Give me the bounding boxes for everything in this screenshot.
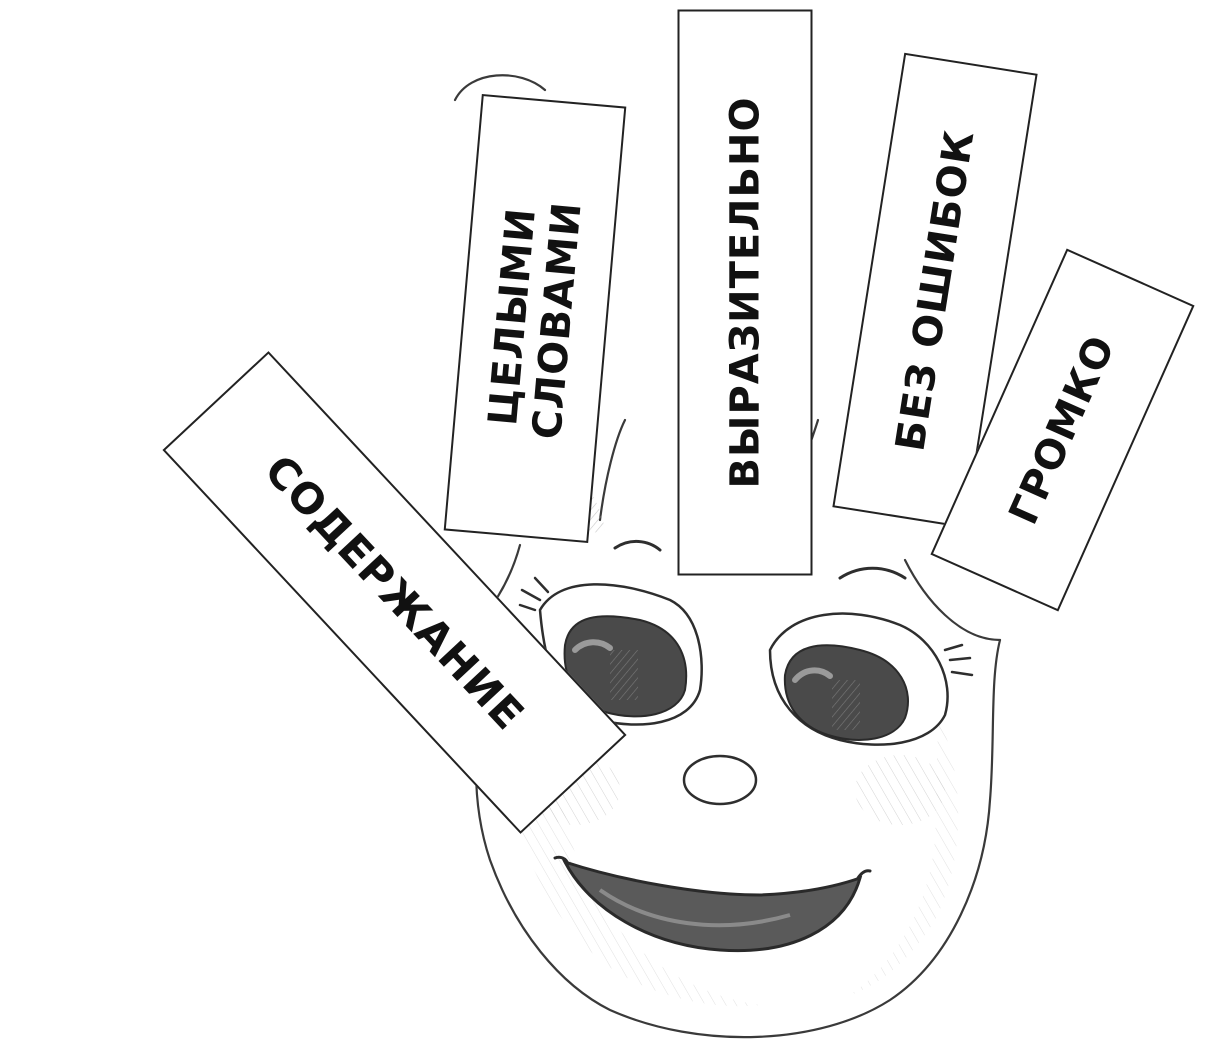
label-no-mistakes: БЕЗ ОШИБОК (887, 127, 983, 454)
nose (684, 756, 756, 804)
label-whole-words: ЦЕЛЫМИ СЛОВАМИ (480, 196, 590, 441)
finger-card-middle: ВЫРАЗИТЕЛЬНО (678, 10, 813, 576)
label-expressively: ВЫРАЗИТЕЛЬНО (722, 97, 768, 489)
label-loudly: ГРОМКО (1001, 329, 1125, 532)
